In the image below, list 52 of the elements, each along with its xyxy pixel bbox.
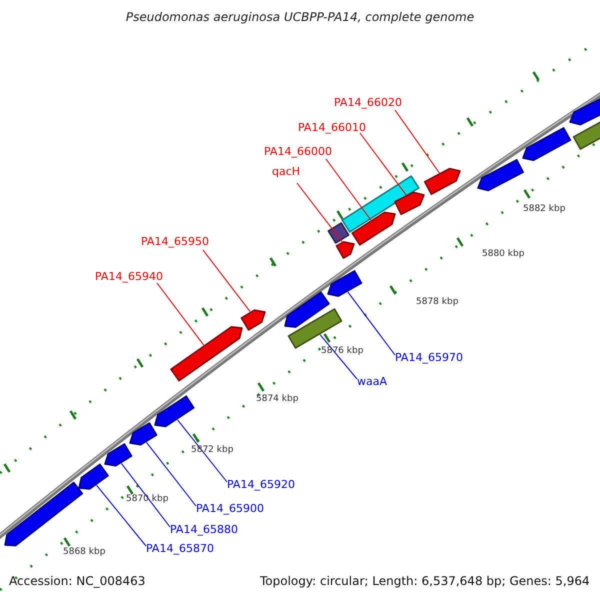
gene-block (572, 120, 600, 150)
leader-line (347, 291, 396, 356)
gene-block (522, 127, 572, 162)
gene-block (336, 241, 355, 259)
leader-line (360, 132, 407, 196)
gene-label: PA14_65940 (95, 271, 163, 282)
scale-label: 5882 kbp (523, 205, 566, 214)
gene-block (104, 443, 132, 467)
gene-label: PA14_65870 (146, 543, 214, 554)
gene-block (351, 212, 396, 246)
gene-block (341, 175, 420, 233)
scale-label: 5870 kbp (126, 495, 168, 504)
leader-line (394, 110, 440, 174)
gene-block (328, 222, 350, 244)
gene-block (284, 292, 330, 328)
gene-label: PA14_65950 (141, 236, 209, 247)
gene-block (569, 96, 600, 126)
gene-label: PA14_66000 (264, 146, 332, 157)
gene-block (4, 482, 84, 546)
leader-line (120, 462, 170, 528)
gene-block (327, 270, 362, 297)
title: Pseudomonas aeruginosa UCBPP-PA14, complete genome (124, 11, 476, 23)
leader-line (202, 250, 251, 312)
footer-text: Topology: circular; Length: 6,537,648 bp; Genes: 5,964 (260, 575, 590, 587)
gene-label: PA14_65900 (196, 503, 264, 514)
leader-line (320, 334, 358, 380)
scale-label: 5880 kbp (482, 250, 524, 259)
gene-label: waaA (357, 376, 388, 387)
gene-label: PA14_66010 (298, 122, 366, 133)
gene-label: PA14_65970 (395, 352, 463, 363)
gene-block (129, 422, 158, 446)
gene-label: PA14_66020 (334, 97, 402, 108)
gene-label: PA14_65920 (227, 479, 295, 490)
leader-line (177, 419, 228, 482)
gene-block (78, 464, 109, 490)
leader-line (146, 442, 196, 506)
gene-block (170, 326, 243, 382)
gene-label: PA14_65880 (170, 524, 238, 535)
gene-block (394, 192, 425, 216)
leader-line (96, 484, 146, 546)
gene-block (154, 395, 195, 428)
scale-label: 5874 kbp (256, 395, 298, 404)
leader-line (156, 282, 204, 346)
scale-label: 5878 kbp (416, 298, 458, 307)
gene-label: qacH (272, 166, 300, 177)
gene-block (424, 168, 461, 195)
footer-text: Accession: NC_008463 (9, 575, 146, 587)
scale-label: 5868 kbp (63, 548, 106, 557)
leader-line (326, 158, 372, 220)
gene-block (240, 309, 266, 331)
leader-line (296, 182, 343, 242)
gene-block (477, 159, 524, 192)
